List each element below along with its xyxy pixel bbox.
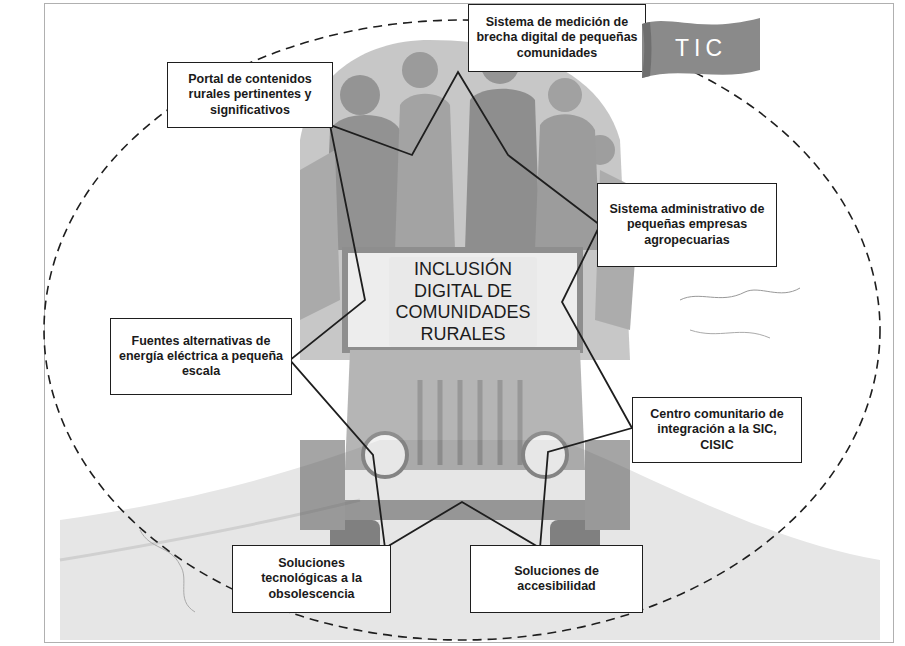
component-box: Soluciones de accesibilidad xyxy=(470,545,643,613)
component-box: Centro comunitario de integración a la S… xyxy=(632,397,802,463)
box-label: Portal de contenidos rurales pertinentes… xyxy=(174,72,326,118)
component-box: Soluciones tecnológicas a la obsolescenc… xyxy=(232,545,391,613)
component-box: Sistema administrativo de pequeñas empre… xyxy=(597,183,777,267)
tic-flag: TIC xyxy=(640,12,762,82)
box-label: Centro comunitario de integración a la S… xyxy=(639,407,795,453)
sketch-line xyxy=(690,330,770,338)
frame xyxy=(45,4,894,643)
star-path xyxy=(290,72,632,548)
component-box: Portal de contenidos rurales pertinentes… xyxy=(167,62,333,128)
component-box: Fuentes alternativas de energía eléctric… xyxy=(110,318,292,395)
box-label: Soluciones tecnológicas a la obsolescenc… xyxy=(239,556,384,602)
box-label: Soluciones de accesibilidad xyxy=(477,564,636,595)
sketch-line xyxy=(680,288,800,300)
boundary-ellipse xyxy=(44,20,880,640)
central-star: INCLUSIÓN DIGITAL DE COMUNIDADES RURALES xyxy=(285,66,641,552)
sketch-line xyxy=(140,530,195,612)
component-box: Sistema de medición de brecha digital de… xyxy=(468,4,646,72)
flag-label: TIC xyxy=(640,35,762,62)
flag-fold xyxy=(642,22,652,78)
center-title: INCLUSIÓN DIGITAL DE COMUNIDADES RURALES xyxy=(389,257,537,347)
box-label: Fuentes alternativas de energía eléctric… xyxy=(117,334,285,380)
box-label: Sistema administrativo de pequeñas empre… xyxy=(604,202,770,248)
box-label: Sistema de medición de brecha digital de… xyxy=(475,15,639,61)
